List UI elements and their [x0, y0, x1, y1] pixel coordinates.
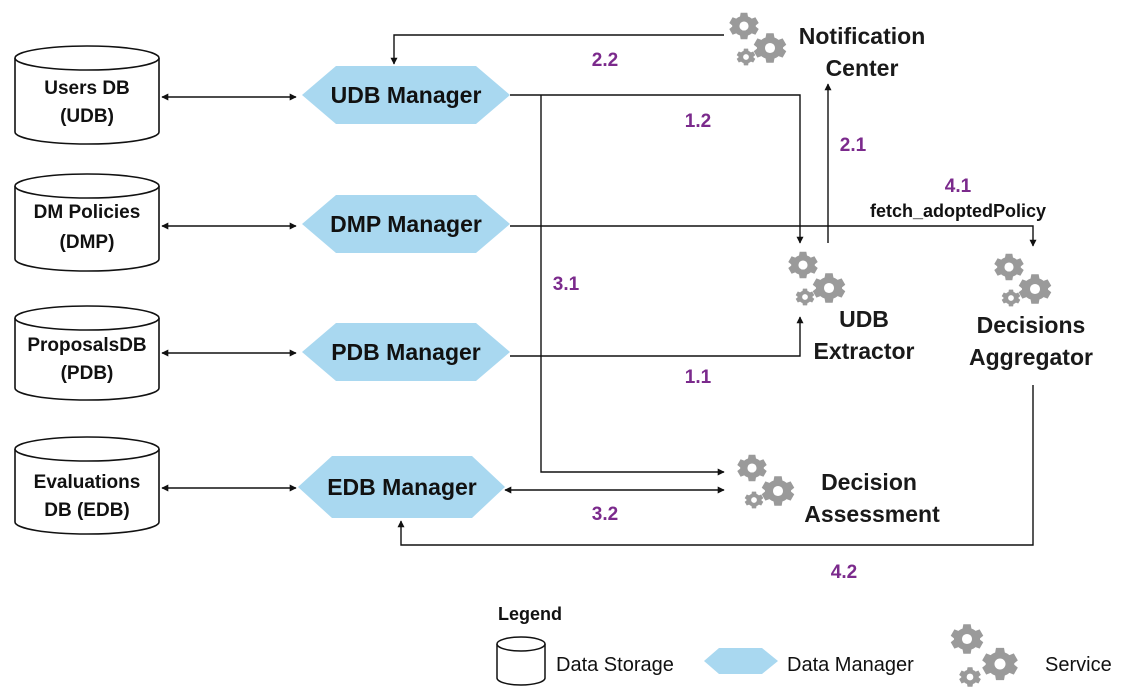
service-notification-center: Notification Center	[729, 12, 926, 81]
manager-label: EDB Manager	[327, 474, 477, 500]
step-label-4-2: 4.2	[831, 562, 857, 583]
service-name-line2: Extractor	[814, 338, 915, 364]
step-label-2-2: 2.2	[592, 50, 618, 71]
manager-label: UDB Manager	[331, 82, 482, 108]
edge-4-2	[397, 385, 1034, 546]
database-proposals-db: ProposalsDB (PDB)	[14, 305, 160, 401]
service-name-line2: Aggregator	[969, 344, 1093, 370]
service-decisions-aggregator: Decisions Aggregator	[969, 253, 1093, 370]
gear-icon	[729, 12, 787, 66]
database-abbrev: (PDB)	[61, 363, 114, 384]
manager-label: DMP Manager	[330, 211, 482, 237]
edge-1-1	[510, 316, 804, 357]
legend-label: Data Storage	[556, 654, 674, 676]
manager-pdb: PDB Manager	[302, 323, 510, 381]
edge-4-1	[510, 225, 1037, 247]
database-dm-policies: DM Policies (DMP)	[14, 173, 160, 272]
manager-label: PDB Manager	[331, 339, 481, 365]
service-name: Notification	[799, 23, 926, 49]
service-decision-assessment: Decision Assessment	[737, 454, 940, 527]
step-label-4-1: 4.1	[945, 176, 972, 197]
manager-dmp: DMP Manager	[302, 195, 510, 253]
service-name: UDB	[839, 306, 889, 332]
database-abbrev: (DMP)	[60, 232, 115, 253]
manager-edb: EDB Manager	[298, 456, 505, 518]
database-name: ProposalsDB	[27, 335, 146, 356]
gear-icon	[788, 251, 846, 306]
step-labels: 2.2 1.2 2.1 4.1 3.1 1.1 3.2 4.2 fetch_ad…	[553, 50, 1046, 583]
edges	[161, 34, 1037, 546]
step-label-1-2: 1.2	[685, 111, 711, 132]
edge-3-1	[540, 95, 725, 476]
gear-icon	[994, 253, 1052, 307]
manager-udb: UDB Manager	[302, 66, 510, 124]
database-name: DM Policies	[34, 202, 141, 223]
legend-item-service: Service	[950, 624, 1112, 687]
database-abbrev: DB (EDB)	[44, 500, 130, 521]
database-name: Users DB	[44, 78, 130, 99]
edge-2-2	[390, 34, 724, 65]
database-abbrev: (UDB)	[60, 106, 114, 127]
call-label-fetch-adopted-policy: fetch_adoptedPolicy	[870, 201, 1046, 221]
service-name: Decision	[821, 469, 917, 495]
gear-icon	[737, 454, 795, 509]
step-label-2-1: 2.1	[840, 135, 867, 156]
legend-item-data-manager: Data Manager	[704, 648, 914, 676]
legend-title: Legend	[498, 604, 562, 624]
database-users-db: Users DB (UDB)	[14, 45, 160, 145]
step-label-1-1: 1.1	[685, 367, 712, 388]
service-name-line2: Assessment	[804, 501, 940, 527]
database-name: Evaluations	[34, 472, 141, 493]
service-udb-extractor: UDB Extractor	[788, 251, 915, 364]
gear-icon	[950, 624, 1018, 687]
legend-label: Service	[1045, 654, 1112, 676]
step-label-3-1: 3.1	[553, 274, 580, 295]
service-name: Decisions	[977, 312, 1086, 338]
legend: Legend Data Storage Data Manager Service	[496, 604, 1112, 687]
legend-label: Data Manager	[787, 654, 914, 676]
edge-1-2	[510, 94, 804, 244]
step-label-3-2: 3.2	[592, 504, 618, 525]
service-name-line2: Center	[826, 55, 899, 81]
database-evaluations-db: Evaluations DB (EDB)	[14, 436, 160, 535]
legend-item-data-storage: Data Storage	[496, 636, 674, 686]
